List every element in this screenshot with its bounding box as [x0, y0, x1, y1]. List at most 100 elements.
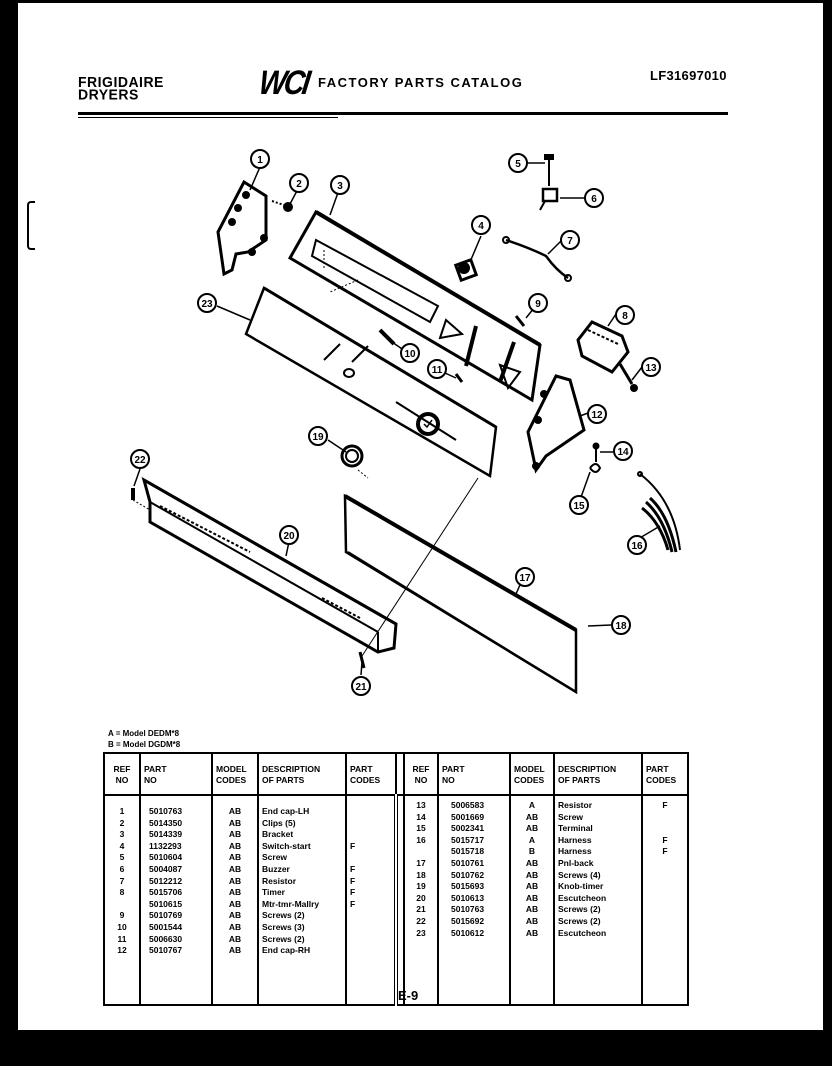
part-end-cap-lh — [216, 179, 268, 277]
table-cell-ref: 15 — [416, 823, 426, 834]
table-cell-model: AB — [525, 857, 539, 868]
table-cell-part_no: 5015692 — [451, 915, 485, 926]
table-cell-code: F — [350, 863, 356, 874]
table-cell-part_no: 5012212 — [149, 875, 183, 886]
alignment-line — [361, 477, 479, 657]
svg-text:3: 3 — [337, 181, 343, 192]
table-cell-ref — [408, 846, 434, 858]
table-cell-model: AB — [228, 887, 242, 898]
table-cell-desc: Pnl-back — [558, 857, 594, 868]
part-screw-11 — [454, 373, 464, 383]
svg-text:16: 16 — [631, 541, 643, 552]
table-cell-part_no: 5006630 — [149, 933, 183, 944]
part-escutcheon-channel — [141, 476, 398, 654]
callout-3: 3 — [330, 175, 350, 195]
table-cell-desc: Buzzer — [262, 863, 290, 874]
callout-6: 6 — [584, 188, 604, 208]
table-cell-part_no: 5001669 — [451, 811, 485, 822]
table-cell-part_no: 5002341 — [451, 823, 485, 834]
svg-text:13: 13 — [645, 363, 657, 374]
table-cell-desc: Harness — [558, 834, 592, 845]
table-cell-model: AB — [228, 829, 242, 840]
table-cell-desc: Resistor — [558, 800, 593, 810]
table-cell-model: AB — [228, 852, 242, 863]
page-number: E-9 — [398, 988, 419, 1003]
table-cell-desc: Screws (3) — [262, 921, 305, 932]
table-cell-code — [350, 852, 391, 864]
part-screw-buzzer — [539, 154, 559, 211]
svg-text:5: 5 — [515, 159, 521, 170]
part-screw-21 — [358, 651, 366, 669]
table-cell-code — [350, 910, 391, 922]
svg-text:4: 4 — [478, 221, 484, 232]
callout-8: 8 — [615, 305, 635, 325]
table-cell-part_no: 5015706 — [149, 887, 183, 898]
table-cell-part_no: 5010769 — [149, 910, 183, 921]
svg-text:14: 14 — [617, 447, 629, 458]
svg-text:15: 15 — [573, 501, 585, 512]
table-cell-code — [350, 818, 391, 830]
table-cell-code: F — [662, 834, 668, 845]
table-cell-part_no: 5010613 — [451, 892, 485, 903]
table-cell-ref: 6 — [119, 863, 125, 874]
callout-21: 21 — [351, 676, 371, 696]
part-resistor — [618, 363, 638, 392]
table-cell-part_no: 5010615 — [149, 898, 183, 909]
table-cell-code: F — [350, 840, 356, 851]
table-cell-part_no: 5010763 — [149, 806, 183, 816]
part-escutcheon-23 — [244, 286, 498, 479]
table-cell-model: A — [528, 800, 536, 810]
table-cell-code: F — [662, 800, 668, 810]
table-cell-ref: 18 — [416, 869, 426, 880]
table-cell-desc: Switch-start — [262, 840, 311, 851]
table-cell-desc: Resistor — [262, 875, 297, 886]
callout-15: 15 — [569, 495, 589, 515]
table-cell-model: AB — [228, 806, 242, 816]
table-cell-code: F — [350, 875, 356, 886]
table-cell-code — [646, 928, 684, 940]
table-cell-ref: 21 — [416, 904, 426, 915]
table-cell-model: AB — [525, 892, 539, 903]
catalog-code: LF31697010 — [650, 68, 727, 83]
callout-22: 22 — [130, 449, 150, 469]
svg-text:19: 19 — [312, 432, 324, 443]
catalog-title: FACTORY PARTS CATALOG — [318, 75, 524, 90]
table-cell-model: AB — [228, 863, 242, 874]
table-cell-part_no: 5015717 — [451, 834, 485, 845]
table-cell-part_no: 5010612 — [451, 927, 485, 938]
table-cell-model: AB — [525, 927, 539, 938]
table-cell-part_no: 1132293 — [149, 840, 182, 851]
part-knob-timer — [340, 444, 369, 479]
table-cell-code: F — [662, 846, 668, 857]
table-cell-desc: Clips (5) — [262, 817, 296, 828]
brand-line-2: DRYERS — [78, 85, 139, 103]
callout-1: 1 — [250, 149, 270, 169]
svg-text:9: 9 — [535, 299, 541, 310]
table-cell-ref: 11 — [117, 933, 127, 944]
table-cell-code — [646, 823, 684, 835]
table-cell-code — [646, 904, 684, 916]
svg-text:11: 11 — [432, 365, 443, 376]
table-cell-ref: 12 — [117, 945, 127, 956]
callout-11: 11 — [427, 359, 447, 379]
table-cell-ref: 13 — [416, 800, 426, 810]
callout-4: 4 — [471, 215, 491, 235]
table-cell-code — [646, 858, 684, 870]
table-cell-ref: 8 — [119, 887, 125, 898]
table-cell-desc: Screw — [558, 811, 584, 822]
table-cell-part_no: 5014350 — [149, 817, 183, 828]
svg-text:20: 20 — [283, 531, 295, 542]
svg-text:17: 17 — [519, 573, 531, 584]
table-cell-desc: Screw — [262, 852, 288, 863]
table-cell-code — [350, 922, 391, 934]
